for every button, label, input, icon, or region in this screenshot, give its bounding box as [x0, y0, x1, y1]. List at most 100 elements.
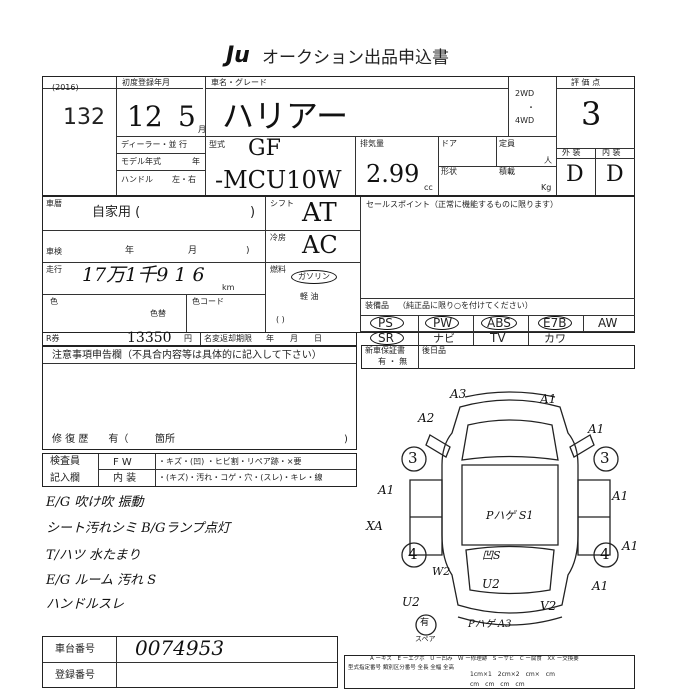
tire-front-right: 3	[600, 449, 610, 467]
inspector-note-2: シート汚れシミ B/Gランプ点灯	[46, 521, 231, 536]
legend-labels: 型式指定番号 類別区分番号 全長 全幅 全高	[348, 665, 454, 671]
mark-u2-rear-l: U2	[402, 595, 420, 609]
damage-legend: A ーキズ E ーエクボ U ー凹み W ー修理跡 S ーサビ C ー腐食 XX…	[370, 656, 579, 662]
exterior-grade: D	[566, 162, 584, 187]
mark-w2-rear-l: W2	[432, 565, 451, 578]
inspector-section	[42, 453, 357, 487]
mark-trunk: 凹S	[482, 549, 501, 562]
4wd-label: 4WD	[515, 116, 535, 125]
equip-aw: AW	[598, 316, 618, 330]
chassis-number: 0074953	[135, 636, 225, 660]
load-label: 積載	[499, 167, 515, 176]
km-unit: km	[222, 283, 235, 292]
reg-month: 12	[127, 100, 163, 133]
interior-items: ・(キズ)・汚れ・コゲ・穴・(スレ)・キレ・線	[158, 473, 323, 482]
inspector-note-3: T/ハツ 水たまり	[46, 548, 141, 563]
shape-label: 形状	[441, 167, 457, 176]
auction-logo: Ju	[226, 43, 250, 68]
inspector-note-5: ハンドルスレ	[46, 597, 125, 612]
mark-a1-door-l: A1	[378, 483, 395, 497]
mileage-label: 走行	[46, 265, 62, 274]
tire-rear-right: 4	[600, 545, 610, 563]
year-label: (2016)	[52, 83, 79, 92]
mark-u2-rear: U2	[482, 577, 500, 591]
mark-v2-bumper: V2	[540, 599, 557, 613]
mark-a2-fender: A2	[418, 411, 435, 425]
warranty-label: 新車保証書	[365, 346, 405, 355]
recycle-label: R券	[46, 334, 60, 343]
grade: GF	[248, 136, 281, 161]
spare-tire: 有	[420, 618, 430, 628]
handle-options: 左・右	[172, 175, 196, 184]
mark-xa-door-l: XA	[366, 519, 383, 533]
chassis-section	[42, 636, 338, 688]
mark-a1-rear-r: A1	[592, 579, 609, 593]
equip-tv: TV	[490, 331, 506, 345]
inspection-year-unit: 年	[125, 246, 135, 256]
mark-a3-front: A3	[450, 387, 467, 401]
repair-label: 修 復 歴 有（	[52, 434, 129, 445]
later-items-label: 後日品	[422, 346, 446, 355]
tire-rear-left: 4	[408, 545, 418, 563]
form-title: オークション出品申込書	[262, 48, 449, 68]
aircon-value: AC	[302, 231, 338, 259]
mark-a1-fender-r: A1	[588, 422, 605, 436]
equip-navi: ナビ	[433, 332, 455, 345]
door-label: ドア	[441, 139, 457, 148]
type-label: 型式	[209, 140, 225, 149]
vehicle-info-section	[42, 76, 635, 196]
handle-label: ハンドル	[121, 175, 153, 184]
inspector-title2: 記入欄	[50, 473, 80, 484]
repair-close: )	[344, 434, 348, 445]
inspector-note-4: E/G ルーム 汚れ S	[46, 573, 157, 588]
transfer-label: 名変返却期限	[204, 334, 252, 343]
model-year-suffix: 年	[192, 157, 200, 166]
yen-unit: 円	[184, 334, 192, 343]
reg-label: 登録番号	[55, 670, 95, 681]
model-year-label: モデル年式	[121, 157, 161, 166]
diesel-option: 軽 油	[300, 292, 319, 301]
recycle-amount: 13350	[127, 330, 172, 346]
cc-unit: cc	[424, 183, 433, 192]
reg-day: 5	[178, 100, 196, 133]
caution-label: 注意事項申告欄（不具合内容等は具体的に記入して下さい）	[52, 350, 322, 361]
displacement: 2.99	[366, 160, 420, 188]
fw-label: F W	[113, 457, 132, 468]
4wd-dot: ・	[527, 103, 535, 112]
mark-roof: Pハゲ S1	[486, 509, 534, 522]
history-value: 自家用 (	[92, 205, 141, 220]
mark-a1-door-r: A1	[612, 489, 629, 503]
chassis-label: 車台番号	[55, 644, 95, 655]
equipment-label: 装備品	[365, 301, 389, 310]
caution-section	[42, 346, 357, 450]
fuel-paren: ( )	[276, 315, 285, 324]
equipment-note: （純正品に限り○を付けてください）	[398, 301, 533, 310]
rating-label: 評 価 点	[571, 78, 601, 87]
mileage-value: 17万1千9 1 6	[82, 264, 205, 286]
inspector-note-1: E/G 吹け吹 振動	[46, 495, 144, 510]
fuel-label: 燃料	[270, 265, 286, 274]
inspection-day-unit: )	[246, 246, 250, 256]
inspection-month-unit: 月	[188, 246, 198, 256]
shift-label: シフト	[270, 199, 294, 208]
reg-day-suffix: 月	[198, 125, 206, 134]
dealer-label: ディーラー・並 行	[121, 140, 187, 149]
interior-inspect-label: 内 装	[113, 473, 137, 484]
2wd-label: 2WD	[515, 89, 535, 98]
aircon-label: 冷房	[270, 233, 286, 242]
transfer-units: 年 月 日	[266, 334, 322, 343]
repair-suffix: 箇所	[155, 434, 175, 445]
history-label: 車暦	[46, 199, 62, 208]
model-name-label: 車名・グレード	[211, 78, 267, 87]
shift-value: AT	[302, 198, 337, 228]
mark-a1-front: A1	[540, 392, 557, 406]
interior-grade: D	[606, 162, 624, 187]
sizes-row-1: 1cm×1 2cm×2 cm× cm	[470, 671, 555, 678]
color-change-label: 色替	[150, 309, 166, 318]
load-unit: Kg	[541, 183, 552, 192]
capacity-unit: 人	[544, 156, 552, 165]
sizes-row-2: cm cm cm cm	[470, 681, 525, 688]
capacity-label: 定員	[499, 139, 515, 148]
mark-rear-bumper: Pハゲ A3	[468, 619, 512, 630]
mark-a1-door-r2: A1	[622, 539, 639, 553]
